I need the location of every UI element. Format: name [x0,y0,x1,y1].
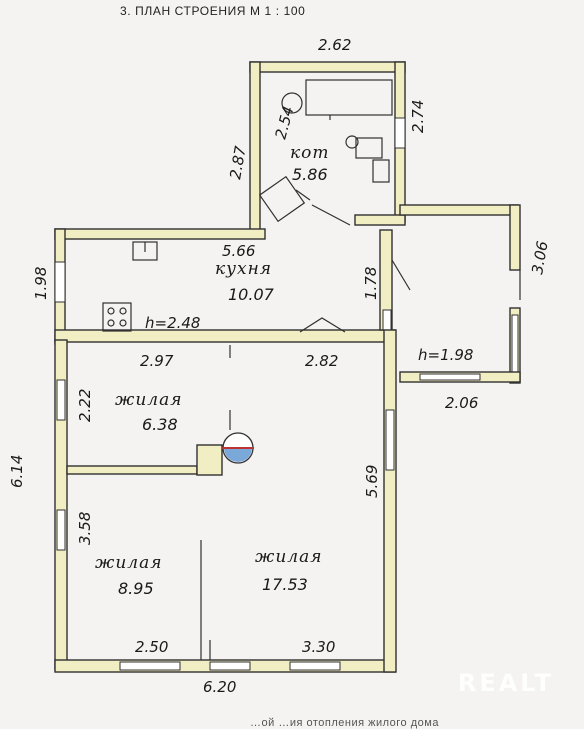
kitchen-height: h=2.48 [145,314,200,332]
kitchen-name: кухня [215,259,272,279]
dim-bath-inner: 2.54 [271,104,297,141]
dim-bath-left: 2.87 [226,144,250,180]
plan-title: 3. ПЛАН СТРОЕНИЯ М 1 : 100 [120,4,306,18]
dim-bath-right: 2.74 [409,100,427,133]
bath-area: 5.86 [292,165,328,184]
dim-living1-left: 2.22 [76,389,94,422]
footer-caption: …ой …ия отопления жилого дома [250,717,439,729]
dim-living1-width: 2.97 [140,352,174,370]
bathroom-walls [249,61,406,231]
kitchen-walls [54,228,396,345]
stove [222,410,254,464]
kitchen-area: 10.07 [228,285,275,304]
watermark-logo: REALT [457,669,554,697]
dim-mid-width: 2.82 [305,352,338,370]
bath-name: кот [290,143,330,163]
dim-porch-width: 2.06 [445,394,478,412]
porch-height: h=1.98 [418,346,473,364]
living2-name: жилая [95,553,163,573]
living1-name: жилая [115,390,183,410]
dim-bottom-right: 3.30 [302,638,335,656]
living3-name: жилая [255,547,323,567]
dim-top-bath: 2.62 [318,36,351,54]
dim-porch-right: 3.06 [528,240,552,276]
dim-kitchen-width: 5.66 [222,242,255,260]
porch-walls [399,204,521,384]
dim-bottom-left: 2.50 [135,638,168,656]
dim-right-living: 5.69 [363,465,381,498]
dim-corridor: 1.78 [362,267,380,300]
bath-fixtures [258,79,393,223]
living3-area: 17.53 [262,575,308,594]
dim-living2-left: 3.58 [76,512,94,545]
living2-area: 8.95 [118,579,154,598]
dim-kitchen-left: 1.98 [32,267,50,300]
living1-area: 6.38 [142,415,178,434]
kitchen-fixtures [102,204,411,333]
dim-bottom-total: 6.20 [203,678,236,696]
living-walls [54,329,397,673]
dim-left-total: 6.14 [8,455,26,488]
